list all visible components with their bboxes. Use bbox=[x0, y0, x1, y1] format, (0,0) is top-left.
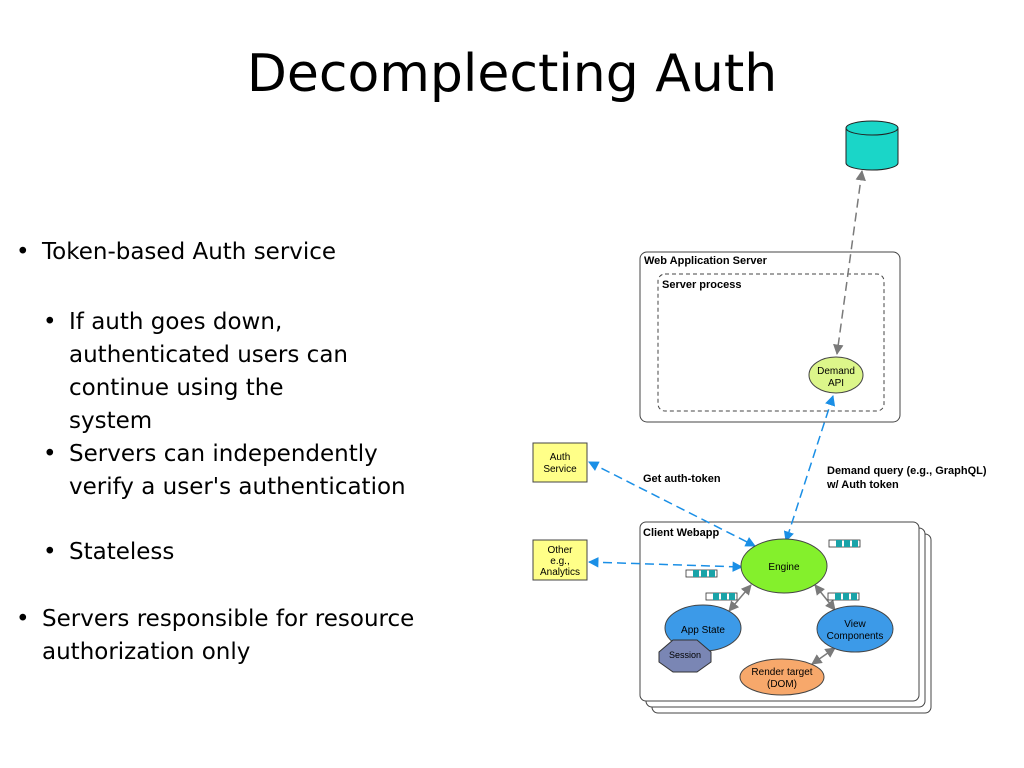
analytics-label: Analytics bbox=[540, 567, 580, 578]
engine-node bbox=[740, 538, 828, 594]
bullet-item: • If auth goes down, authenticated users… bbox=[43, 306, 369, 438]
queue-icon bbox=[828, 539, 861, 548]
bullet-dot-icon: • bbox=[43, 539, 57, 565]
engine-appstate-arrow bbox=[728, 584, 752, 612]
demand-query-label: w/ Auth token bbox=[826, 479, 899, 491]
render-target-label: Render target bbox=[751, 667, 812, 678]
demand-api-label: Demand bbox=[817, 366, 855, 377]
demand-query-arrow bbox=[783, 395, 836, 542]
web-server-box bbox=[639, 251, 901, 423]
db-api-arrow bbox=[833, 169, 866, 356]
view-render-arrow bbox=[811, 647, 836, 665]
auth-service-label: Auth bbox=[550, 452, 571, 463]
bullet-dot-icon: • bbox=[16, 239, 30, 265]
engine-view-arrow bbox=[814, 584, 836, 611]
demand-api-label: API bbox=[828, 378, 844, 389]
queue-icon bbox=[685, 569, 718, 578]
server-process-box bbox=[657, 273, 885, 412]
app-state-label: App State bbox=[681, 625, 725, 636]
get-token-label: Get auth-token bbox=[643, 473, 721, 485]
analytics-label: e.g., bbox=[550, 556, 569, 567]
bullet-dot-icon: • bbox=[43, 309, 57, 335]
web-server-label: Web Application Server bbox=[644, 255, 768, 267]
auth-token-arrow bbox=[588, 461, 756, 547]
render-target-node bbox=[739, 658, 825, 696]
auth-service-label: Service bbox=[543, 464, 577, 475]
auth-service-box bbox=[532, 442, 588, 483]
view-components-label: View bbox=[844, 619, 866, 630]
session-node bbox=[658, 639, 712, 673]
bullet-item: • Servers responsible for resource autho… bbox=[16, 603, 462, 669]
slide-title: Decomplecting Auth bbox=[246, 44, 778, 104]
server-process-label: Server process bbox=[662, 279, 742, 291]
client-webapp-label: Client Webapp bbox=[643, 527, 719, 539]
engine-label: Engine bbox=[768, 562, 800, 573]
render-target-label: (DOM) bbox=[767, 679, 797, 690]
view-components-label: Components bbox=[827, 631, 884, 642]
analytics-label: Other bbox=[547, 545, 573, 556]
view-components-node bbox=[816, 605, 894, 653]
database-icon bbox=[845, 120, 899, 171]
bullet-item: • Stateless bbox=[43, 536, 439, 569]
queue-icon bbox=[827, 592, 860, 601]
demand-api-node bbox=[808, 356, 864, 394]
session-label: Session bbox=[669, 650, 701, 660]
analytics-box bbox=[532, 539, 588, 581]
bullet-item: • Token-based Auth service bbox=[16, 236, 442, 269]
analytics-arrow bbox=[587, 557, 744, 572]
bullet-item: • Servers can independently verify a use… bbox=[43, 438, 439, 504]
queue-icon bbox=[705, 592, 738, 601]
bullet-dot-icon: • bbox=[43, 441, 57, 467]
bullet-dot-icon: • bbox=[16, 606, 30, 632]
demand-query-label: Demand query (e.g., GraphQL) bbox=[827, 465, 987, 477]
bullet-list: • Token-based Auth service • If auth goe… bbox=[0, 0, 470, 768]
